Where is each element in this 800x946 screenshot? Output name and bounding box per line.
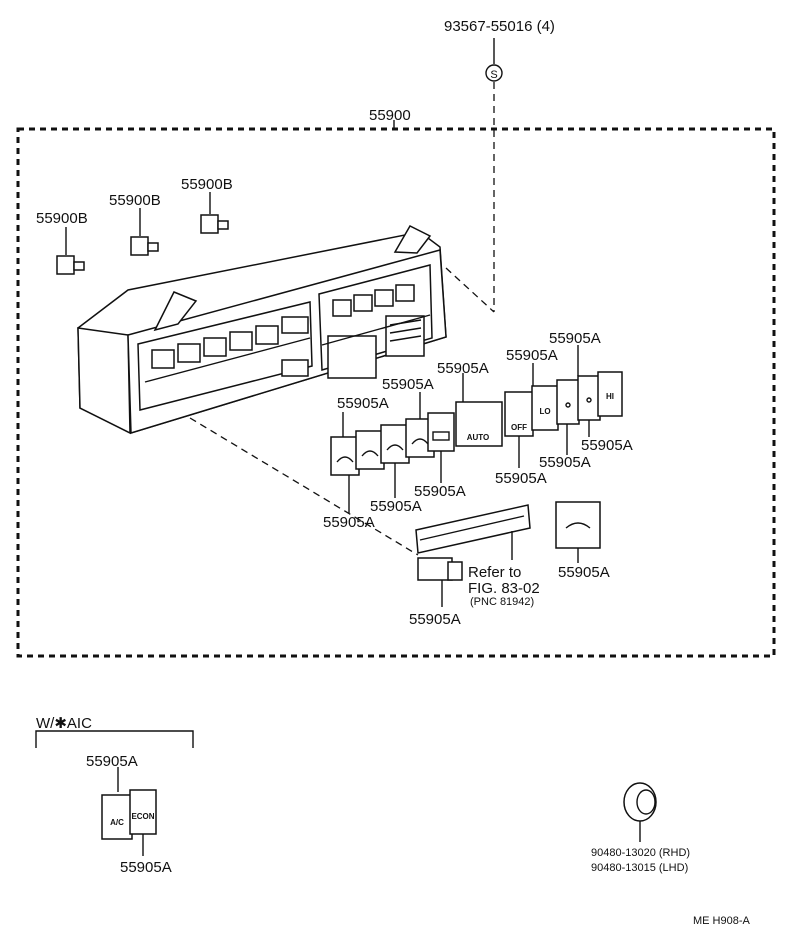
knob-auto-text: AUTO [467,433,490,442]
knob-label-9: 55905A [414,483,466,500]
knob-recirculation [555,501,601,549]
refer-line-2: FIG. 83-02 [468,580,540,597]
aic-group-label: W/✱AIC [36,715,92,732]
knob-label-11: 55905A [323,514,375,531]
knob-label-2: 55905A [506,347,558,364]
slider-cover-plate [415,504,531,554]
bulb-label-middle: 55900B [109,192,161,209]
bulb-right [200,192,229,234]
guide-dash-lower [189,417,419,556]
knob-vent-2 [355,430,385,470]
aic-bracket [35,730,194,748]
refer-line-1: Refer to [468,564,521,581]
aic-ac-text: A/C [110,818,124,827]
assembly-label: 55900 [369,107,411,124]
knob-label-5: 55905A [337,395,389,412]
bulb-label-right: 55900B [181,176,233,193]
grommet-lhd-label: 90480-13015 (LHD) [591,862,688,874]
knob-group-left [330,412,455,476]
knob-label-3: 55905A [437,360,489,377]
aic-econ-text: ECON [131,812,154,821]
knob-label-10: 55905A [370,498,422,515]
knob-hi-text: HI [606,392,614,401]
screw-symbol-circle [485,64,503,82]
knob-defrost [427,412,455,452]
screw-symbol-label: S [490,69,497,81]
assembly-frame [16,127,776,658]
knob-vent-1 [330,436,360,476]
aic-knobs: A/C ECON [101,767,157,856]
knob-label-13: 55905A [409,611,461,628]
screw-part-label: 93567-55016 (4) [444,18,555,35]
aic-knob-bottom-label: 55905A [120,859,172,876]
aic-knob-top-label: 55905A [86,753,138,770]
grommet [623,782,657,842]
knob-lo-text: LO [539,407,550,416]
refer-line-3: (PNC 81942) [470,596,534,608]
figure-code: ME H908-A [693,915,751,927]
guide-dash-upper [445,267,495,313]
knob-off-text: OFF [511,423,527,432]
knob-label-8: 55905A [495,470,547,487]
bulb-left [56,227,85,275]
knob-label-1: 55905A [549,330,601,347]
grommet-rhd-label: 90480-13020 (RHD) [591,847,690,859]
knob-vent-3 [380,424,410,464]
knob-group-fan: OFF LO HI [504,371,623,437]
slider-knob [417,557,463,581]
knob-auto: AUTO [455,401,503,447]
control-panel-housing [77,225,447,435]
knob-label-4: 55905A [382,376,434,393]
bulb-label-left: 55900B [36,210,88,227]
knob-label-12: 55905A [558,564,610,581]
bulb-middle [130,208,159,256]
knob-label-6: 55905A [581,437,633,454]
knob-label-7: 55905A [539,454,591,471]
